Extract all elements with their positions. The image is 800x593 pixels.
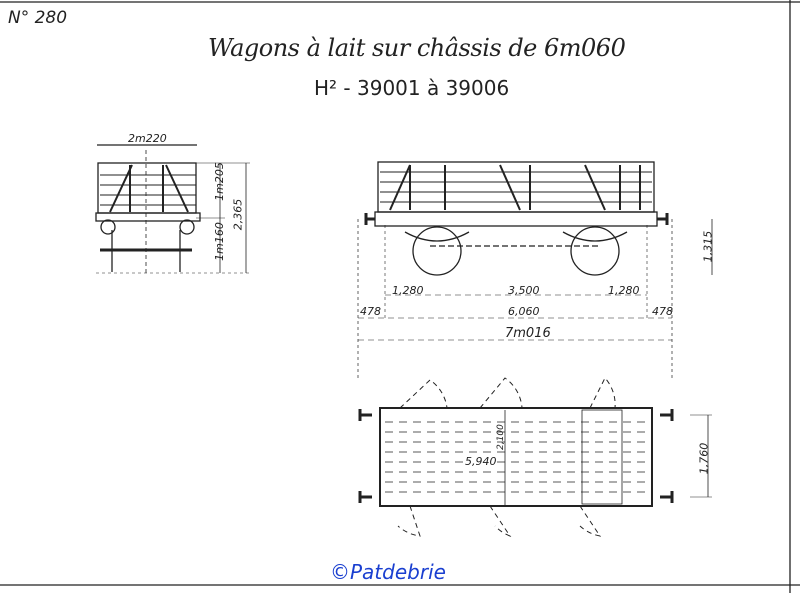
- side-view: [357, 161, 713, 380]
- dim-total-height: 2,365: [231, 198, 245, 231]
- dim-inner-width: 2,100: [495, 424, 506, 450]
- plan-view: [358, 377, 712, 538]
- dim-buffer-right: 478: [652, 305, 673, 318]
- dim-overhang-left: 1,280: [392, 284, 424, 297]
- drawing-subtitle: H² - 39001 à 39006: [314, 76, 510, 100]
- dim-floor-height: 1m160: [212, 222, 226, 261]
- plate-number: N° 280: [8, 8, 68, 28]
- dim-total-length: 7m016: [505, 326, 551, 341]
- end-view: [95, 144, 250, 275]
- dim-buffer-spacing: 1,760: [697, 442, 711, 475]
- dim-buffer-left: 478: [360, 305, 381, 318]
- dim-buffer-height: 1,315: [701, 230, 715, 263]
- dim-body-height: 1m205: [212, 162, 226, 201]
- dim-wheelbase: 3,500: [508, 284, 540, 297]
- dim-overhang-right: 1,280: [608, 284, 640, 297]
- dim-end-width: 2m220: [128, 132, 167, 145]
- drawing-title: Wagons à lait sur châssis de 6m060: [208, 34, 626, 62]
- dim-frame-length: 6,060: [508, 305, 540, 318]
- dim-inner-length: 5,940: [465, 455, 497, 468]
- watermark: ©Patdebrie: [330, 560, 446, 584]
